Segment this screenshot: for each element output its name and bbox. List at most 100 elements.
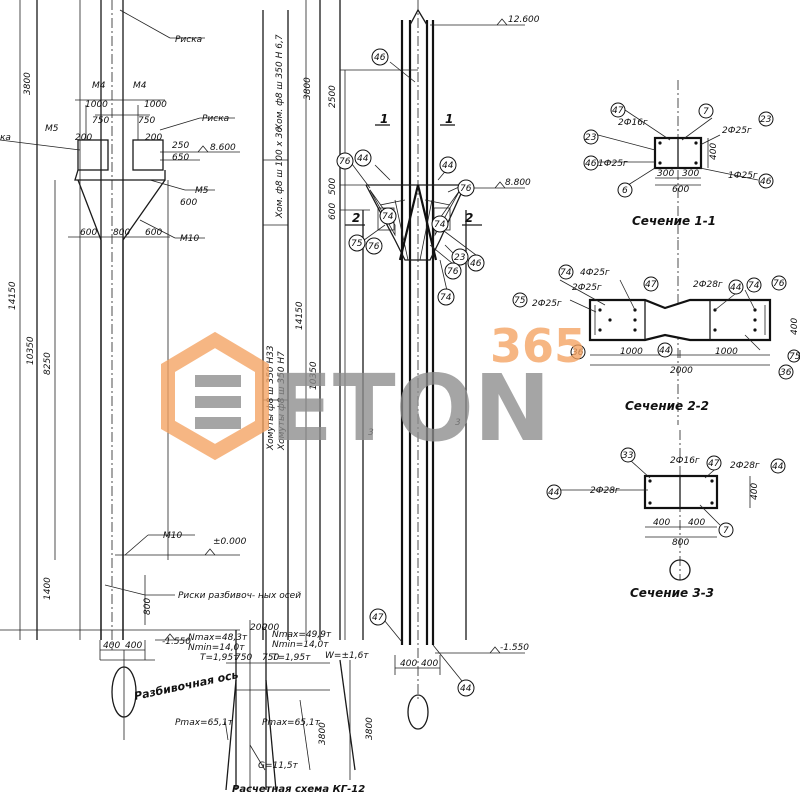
- bubble-76b: 76: [457, 179, 475, 197]
- bubble-75a: 75: [348, 234, 366, 252]
- s2-bubble-74b: 74: [746, 277, 762, 293]
- label-m10-top: М10: [180, 234, 199, 244]
- s2-bubble-74a: 74: [558, 264, 574, 280]
- load-pmax-right: Pmax=65,1т: [262, 718, 321, 728]
- s2-bubble-44b: 44: [657, 342, 673, 358]
- dim-250: 250: [172, 141, 189, 151]
- s2-bar-d: 2Ф28г: [693, 280, 723, 290]
- s1-bubble-7: 7: [698, 103, 714, 119]
- dim-v14150a: 14150: [8, 281, 18, 310]
- s1-bar-a: 2Ф16г: [618, 118, 648, 128]
- label-m4-left: М4: [92, 81, 106, 91]
- dim-v3800b: 3800: [303, 77, 313, 100]
- s1-bar-c: 1Ф25г: [598, 159, 628, 169]
- s1-bubble-47: 47: [610, 102, 626, 118]
- s3-bubble-44a: 44: [546, 484, 562, 500]
- svg-text:75: 75: [789, 352, 800, 362]
- svg-text:74: 74: [434, 220, 446, 230]
- s3-bubble-33: 33: [620, 447, 636, 463]
- dim-400d: 400: [421, 659, 438, 669]
- svg-text:33: 33: [622, 451, 634, 461]
- dim-750d: 750: [262, 653, 279, 663]
- middle-bubbles: 46 44 44 76 76 74 74 75 76 23 46 76 74 4…: [336, 48, 485, 697]
- svg-text:7: 7: [703, 107, 709, 117]
- s1-dim-300a: 300: [657, 169, 674, 179]
- dim-v3800c: 3800: [318, 722, 328, 745]
- dim-750c: 750: [235, 653, 252, 663]
- dim-200b: 200: [145, 133, 162, 143]
- label-m4-right: М4: [133, 81, 147, 91]
- dim-v600: 600: [328, 203, 338, 220]
- dim-600v: 600: [180, 198, 197, 208]
- label-axis-razb: Разбивочная ось: [133, 668, 240, 703]
- svg-text:36: 36: [780, 368, 792, 378]
- svg-text:46: 46: [374, 53, 386, 63]
- svg-text:36: 36: [572, 348, 584, 358]
- elev-12600: 12.600: [508, 15, 540, 25]
- s2-bubble-36a: 36: [570, 344, 586, 360]
- dim-400a: 400: [103, 641, 120, 651]
- clamp-mid-label: Хом. ф8 ш 100 х 36: [275, 126, 285, 219]
- s1-bubble-23b: 23: [758, 111, 774, 127]
- s3-bar-c: 2Ф28г: [590, 486, 620, 496]
- svg-text:44: 44: [442, 161, 454, 171]
- dim-1000b: 1000: [144, 100, 167, 110]
- dim-1000a: 1000: [85, 100, 108, 110]
- s2-bubble-75a: 75: [512, 292, 528, 308]
- load-pmax-left: Pmax=65,1т: [175, 718, 234, 728]
- clamp-strip: Хом. ф8 ш 350 Н 6,7 Хом. ф8 ш 100 х 36 Х…: [262, 10, 289, 640]
- watermark-logo-icon: [161, 331, 269, 461]
- bubble-76d: 76: [444, 262, 462, 280]
- s3-dim-400b: 400: [688, 518, 705, 528]
- section-mark-3b: 3: [455, 418, 461, 428]
- section-2-2: 4Ф25г 2Ф25г 2Ф25г 2Ф28г 1000 1000 2000 4…: [512, 240, 800, 425]
- dim-v2500: 2500: [328, 85, 338, 108]
- s3-bar-a: 2Ф16г: [670, 456, 700, 466]
- dim-v1400: 1400: [43, 577, 53, 600]
- s2-dim-2000: 2000: [670, 366, 693, 376]
- svg-text:75: 75: [351, 239, 363, 249]
- clamp-low2-label: Хомуты ф8 ш 350 Н7: [277, 351, 287, 451]
- bubble-46b: 46: [467, 254, 485, 272]
- s1-dim-400: 400: [709, 143, 719, 160]
- dim-v3800d: 3800: [365, 717, 375, 740]
- s3-bubble-7: 7: [718, 522, 734, 538]
- s1-bar-d: 1Ф25г: [728, 171, 758, 181]
- svg-text:23: 23: [585, 133, 597, 143]
- s2-dim-400: 400: [790, 318, 800, 335]
- section-1-1: 2Ф16г 2Ф25г 1Ф25г 1Ф25г 300 300 600 400 …: [583, 80, 774, 240]
- dim-200a: 200: [75, 133, 92, 143]
- s2-dim-1000b: 1000: [715, 347, 738, 357]
- svg-text:44: 44: [357, 154, 369, 164]
- svg-text:74: 74: [382, 212, 394, 222]
- bubble-76c: 76: [365, 237, 383, 255]
- bubble-44a: 44: [354, 149, 372, 167]
- section-mark-1: 1: [380, 112, 388, 126]
- dim-800a: 800: [113, 228, 130, 238]
- label-m5-right: М5: [195, 186, 209, 196]
- svg-text:46: 46: [585, 159, 597, 169]
- svg-text:74: 74: [748, 281, 760, 291]
- svg-text:47: 47: [372, 613, 384, 623]
- s1-dim-300b: 300: [682, 169, 699, 179]
- s1-dim-600: 600: [672, 185, 689, 195]
- svg-text:47: 47: [612, 106, 624, 116]
- clamp-top-label: Хом. ф8 ш 350 Н 6,7: [275, 34, 285, 131]
- elev-m1550-right: -1.550: [500, 643, 529, 653]
- bubble-74a: 74: [379, 207, 397, 225]
- bubble-47a: 47: [369, 608, 387, 626]
- dim-v3800a: 3800: [23, 72, 33, 95]
- dim-v8250: 8250: [43, 352, 53, 375]
- s2-bar-c: 2Ф25г: [532, 299, 562, 309]
- dim-650: 650: [172, 153, 189, 163]
- load-t-left: Т=1,95т: [200, 653, 239, 663]
- svg-text:75: 75: [514, 296, 526, 306]
- s2-bubble-76: 76: [771, 275, 787, 291]
- svg-text:76: 76: [773, 279, 785, 289]
- s3-dim-800: 800: [672, 538, 689, 548]
- svg-text:44: 44: [548, 488, 560, 498]
- label-axis-marks: Риски разбивоч- ных осей: [178, 591, 301, 601]
- load-t-right: Т=1,95т: [272, 653, 311, 663]
- s3-bubble-44b: 44: [770, 458, 786, 474]
- s1-bar-b: 2Ф25г: [722, 126, 752, 136]
